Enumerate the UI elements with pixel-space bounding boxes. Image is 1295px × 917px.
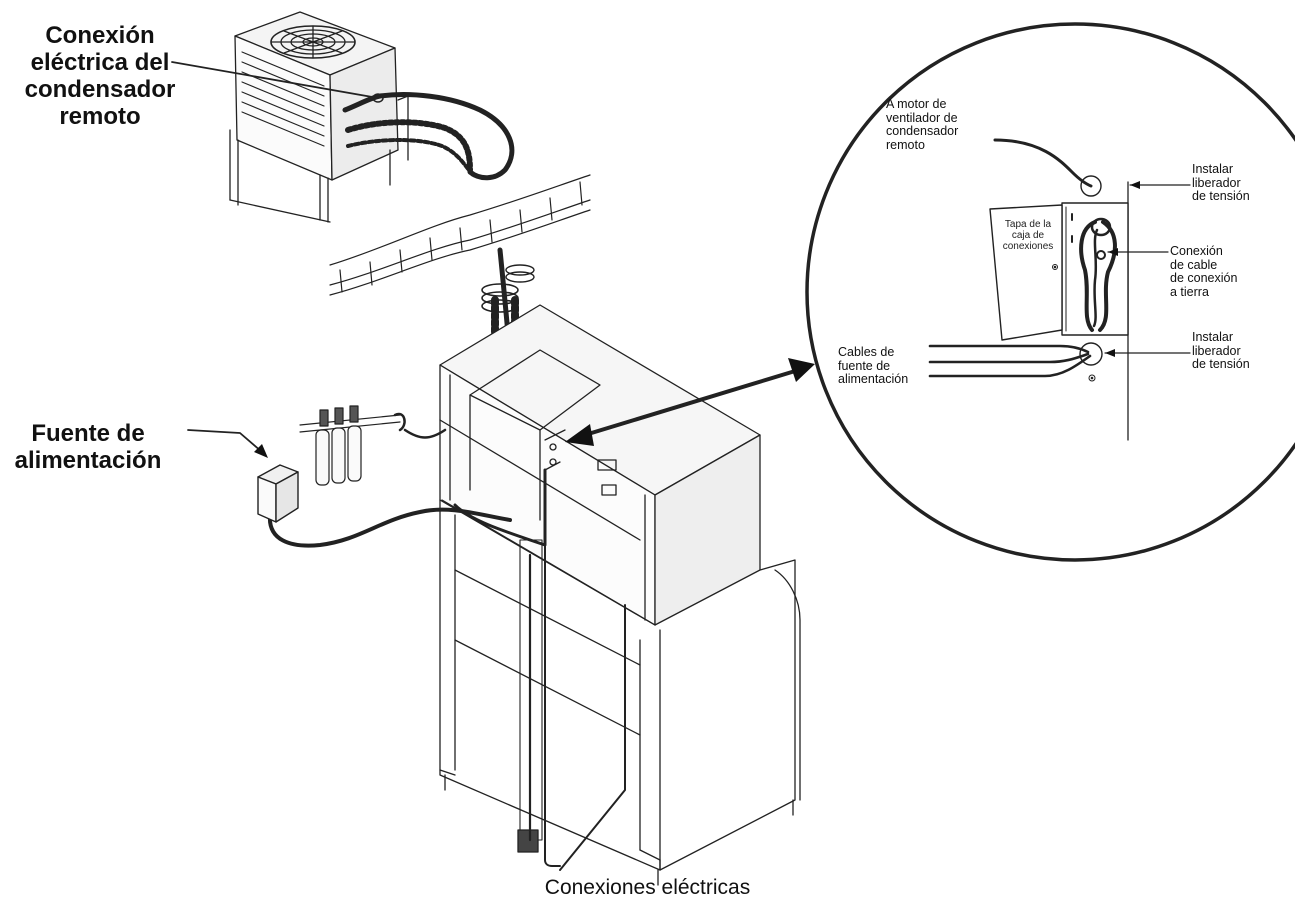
power-leader-arrowhead [254, 444, 268, 458]
storage-bin [439, 499, 801, 886]
strain-relief-top-label: Instalar liberador de tensión [1192, 162, 1250, 203]
power-cables-label: Cables de fuente de alimentación [838, 345, 909, 386]
figure-caption: Conexiones eléctricas [544, 876, 751, 899]
disconnect-box [257, 464, 299, 523]
detail-contents [928, 138, 1191, 441]
water-filter-assembly [299, 405, 406, 486]
detail-callout-arrow [565, 358, 815, 446]
condenser-connection-label: Conexión eléctrica del condensador remot… [24, 22, 176, 130]
strain-relief-bottom-label: Instalar liberador de tensión [1192, 330, 1250, 371]
remote-condenser-unit [229, 11, 409, 223]
fan-motor-label: A motor de ventilador de condensador rem… [886, 97, 959, 152]
condenser-label-leader [171, 61, 379, 99]
ice-machine-head [439, 304, 761, 626]
box-cover-label: Tapa de la caja de conexiones [1002, 219, 1054, 252]
power-supply-label: Fuente de alimentación [14, 420, 162, 474]
roof-structure [329, 174, 591, 296]
power-cord [267, 428, 626, 871]
ground-connection-label: Conexión de cable de conexión a tierra [1170, 244, 1238, 299]
power-label-leader [187, 429, 263, 453]
